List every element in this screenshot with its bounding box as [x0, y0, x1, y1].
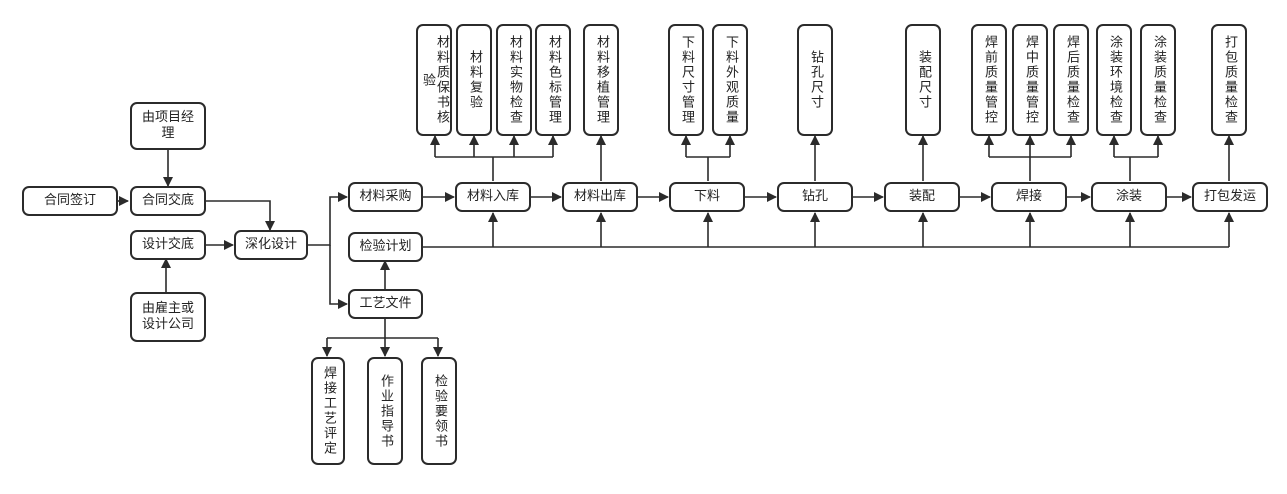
packing-quality-check-node: 打包质量检查 — [1211, 24, 1247, 136]
contract-signing-node: 合同签订 — [22, 186, 118, 216]
welding-procedure-qualification-node: 焊接工艺评定 — [311, 357, 345, 465]
cutting-appearance-node: 下料外观质量 — [712, 24, 748, 136]
assembly-node: 装配 — [884, 182, 960, 212]
in-weld-qc-node: 焊中质量管控 — [1012, 24, 1048, 136]
pre-weld-qc-node: 焊前质量管控 — [971, 24, 1007, 136]
contract-handover-node: 合同交底 — [130, 186, 206, 216]
welding-node: 焊接 — [991, 182, 1067, 212]
coating-check-bus — [1114, 156, 1158, 181]
drilling-node: 钻孔 — [777, 182, 853, 212]
material-physical-check-node: 材料实物检查 — [496, 24, 532, 136]
coating-environment-check-node: 涂装环境检查 — [1096, 24, 1132, 136]
arrow-handover-to-design — [205, 200, 275, 231]
packing-shipping-node: 打包发运 — [1192, 182, 1268, 212]
owner-or-design-company-note-node: 由雇主或设计公司 — [130, 292, 206, 342]
material-purchase-node: 材料采购 — [348, 182, 423, 212]
welding-check-bus — [989, 156, 1071, 181]
work-instruction-node: 作业指导书 — [367, 357, 403, 465]
process-docs-node: 工艺文件 — [348, 289, 423, 319]
cutting-node: 下料 — [669, 182, 745, 212]
material-transplant-node: 材料移植管理 — [583, 24, 619, 136]
inspection-guide-node: 检验要领书 — [421, 357, 457, 465]
inspection-plan-node: 检验计划 — [348, 232, 423, 262]
cutting-dimension-node: 下料尺寸管理 — [668, 24, 704, 136]
material-inbound-node: 材料入库 — [455, 182, 531, 212]
arrow-detailed-design-to-process-docs — [329, 245, 348, 309]
cutting-check-bus — [686, 156, 730, 181]
design-handover-node: 设计交底 — [130, 230, 206, 260]
material-certificate-check-node: 材料质保书核验 — [416, 24, 452, 136]
material-color-code-node: 材料色标管理 — [535, 24, 571, 136]
process-docs-split — [327, 319, 438, 339]
coating-quality-check-node: 涂装质量检查 — [1140, 24, 1176, 136]
material-retest-node: 材料复验 — [456, 24, 492, 136]
post-weld-check-node: 焊后质量检查 — [1053, 24, 1089, 136]
assembly-dimension-node: 装配尺寸 — [905, 24, 941, 136]
material-outbound-node: 材料出库 — [562, 182, 638, 212]
inbound-check-bus — [435, 156, 553, 181]
arrow-detailed-design-branches — [308, 192, 348, 246]
hole-dimension-node: 钻孔尺寸 — [797, 24, 833, 136]
detailed-design-node: 深化设计 — [234, 230, 308, 260]
coating-node: 涂装 — [1091, 182, 1167, 212]
project-manager-note-node: 由项目经理 — [130, 102, 206, 150]
